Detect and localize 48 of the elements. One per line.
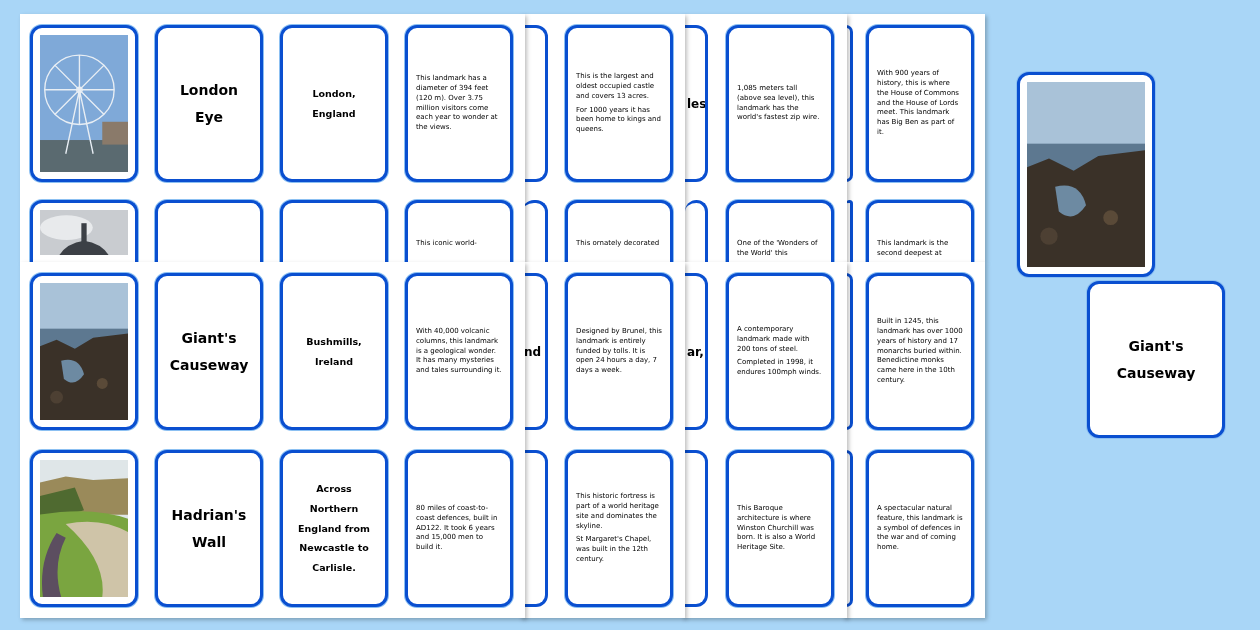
flash-card bbox=[846, 450, 853, 607]
location-text: London, England bbox=[311, 86, 357, 121]
flash-card bbox=[565, 450, 673, 607]
flash-card bbox=[280, 200, 388, 262]
flash-card bbox=[405, 200, 513, 262]
card-title: les bbox=[687, 96, 703, 111]
card-title: Giant's Causeway bbox=[168, 328, 250, 375]
flash-card bbox=[866, 450, 974, 607]
flash-card bbox=[565, 25, 673, 182]
flash-card bbox=[726, 200, 834, 262]
card-title: Hadrian's Wall bbox=[170, 505, 248, 552]
photo-card bbox=[30, 273, 138, 430]
flash-card bbox=[405, 25, 513, 182]
card-title: Giant's Causeway bbox=[1115, 336, 1197, 383]
flash-card bbox=[685, 200, 708, 262]
flash-card bbox=[1087, 281, 1225, 438]
photo-card bbox=[30, 25, 138, 182]
card-title: London Eye bbox=[178, 80, 240, 127]
flash-card bbox=[726, 450, 834, 607]
flash-card bbox=[685, 273, 708, 430]
photo-card bbox=[30, 450, 138, 607]
flash-card bbox=[280, 25, 388, 182]
card-title: nd bbox=[524, 344, 543, 359]
flash-card bbox=[846, 25, 853, 182]
flash-card bbox=[866, 200, 974, 262]
card-title: ar, bbox=[687, 344, 703, 359]
flash-card bbox=[726, 273, 834, 430]
flash-card bbox=[405, 450, 513, 607]
photo-card bbox=[1017, 72, 1155, 277]
flash-card bbox=[726, 25, 834, 182]
flash-card bbox=[565, 200, 673, 262]
flash-card bbox=[280, 273, 388, 430]
flash-card bbox=[405, 273, 513, 430]
flash-card bbox=[155, 200, 263, 262]
flash-card bbox=[280, 450, 388, 607]
flash-card bbox=[866, 273, 974, 430]
photo-card bbox=[30, 200, 138, 262]
flash-card bbox=[846, 273, 853, 430]
flash-card bbox=[155, 25, 263, 182]
flash-card bbox=[155, 273, 263, 430]
location-text: Bushmills, Ireland bbox=[305, 334, 363, 369]
flash-card bbox=[866, 25, 974, 182]
flash-card bbox=[685, 25, 708, 182]
location-text: Across Northern England from Newcastle to Carlisle. bbox=[297, 481, 371, 576]
flash-card bbox=[685, 450, 708, 607]
flash-card bbox=[846, 200, 853, 262]
flash-card bbox=[565, 273, 673, 430]
flash-card bbox=[155, 450, 263, 607]
